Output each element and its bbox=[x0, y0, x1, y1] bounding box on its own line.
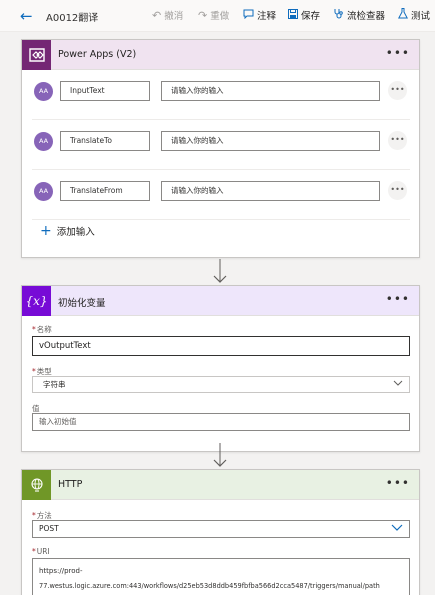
text-type-icon: AA bbox=[34, 182, 53, 201]
value-field-label: 值 bbox=[32, 404, 40, 413]
variable-name-input[interactable]: vOutputText bbox=[32, 336, 410, 356]
text-type-icon: AA bbox=[34, 82, 53, 101]
variable-value-input[interactable]: 输入初始值 bbox=[32, 413, 410, 431]
flow-checker-label: 流检查器 bbox=[347, 11, 386, 22]
save-label: 保存 bbox=[301, 11, 321, 22]
powerapps-card-more-icon[interactable]: ••• bbox=[385, 46, 410, 60]
uri-text-line: https://prod- bbox=[39, 567, 83, 575]
comment-button[interactable]: 注释 bbox=[243, 8, 276, 22]
undo-label: 撤消 bbox=[164, 11, 184, 22]
uri-label-text: URI bbox=[36, 547, 50, 556]
add-input-label: 添加输入 bbox=[56, 227, 95, 238]
uri-input[interactable]: https://prod- 77.westus.logic.azure.com:… bbox=[32, 558, 410, 595]
name-label-text: 名称 bbox=[36, 325, 52, 334]
input-prompt-field[interactable]: 请输入你的输入 bbox=[161, 81, 380, 101]
required-marker: * bbox=[32, 511, 36, 520]
flow-title: A0012翻译 bbox=[46, 13, 99, 24]
type-field-label: *类型 bbox=[32, 366, 52, 377]
method-label-text: 方法 bbox=[36, 511, 52, 520]
initialize-variable-card: {x} 初始化变量 ••• *名称 vOutputText *类型 字符串 值 … bbox=[21, 285, 420, 452]
chevron-down-icon bbox=[391, 523, 403, 539]
add-input-button[interactable]: + 添加输入 bbox=[40, 224, 95, 238]
test-label: 测试 bbox=[411, 11, 431, 22]
uri-text-line: 77.westus.logic.azure.com:443/workflows/… bbox=[39, 582, 380, 590]
redo-button[interactable]: ↷ 重做 bbox=[198, 8, 230, 23]
flow-checker-button[interactable]: 流检查器 bbox=[333, 8, 385, 22]
powerapps-icon bbox=[22, 40, 51, 70]
initialize-variable-more-icon[interactable]: ••• bbox=[385, 292, 410, 306]
redo-label: 重做 bbox=[210, 11, 230, 22]
save-button[interactable]: 保存 bbox=[288, 8, 320, 22]
type-label-text: 类型 bbox=[36, 367, 52, 376]
input-name-field[interactable]: TranslateFrom bbox=[60, 181, 150, 201]
http-method-select[interactable]: POST bbox=[32, 520, 410, 538]
variable-type-select[interactable]: 字符串 bbox=[32, 376, 410, 393]
redo-icon: ↷ bbox=[198, 8, 208, 22]
required-marker: * bbox=[32, 547, 36, 556]
save-icon bbox=[288, 8, 298, 22]
arrow-down-icon bbox=[213, 443, 227, 467]
connector-arrow bbox=[213, 443, 227, 469]
input-prompt-field[interactable]: 请输入你的输入 bbox=[161, 181, 380, 201]
globe-icon bbox=[22, 470, 51, 500]
powerapps-trigger-card: Power Apps (V2) ••• AA InputText 请输入你的输入… bbox=[21, 39, 420, 258]
required-marker: * bbox=[32, 325, 36, 334]
input-row-more-icon[interactable]: ••• bbox=[388, 81, 407, 100]
method-selected-value: POST bbox=[39, 524, 59, 533]
variable-icon: {x} bbox=[22, 286, 51, 316]
method-field-label: *方法 bbox=[32, 510, 52, 521]
http-card-title: HTTP bbox=[58, 479, 83, 490]
initialize-variable-title: 初始化变量 bbox=[58, 298, 106, 309]
undo-icon: ↶ bbox=[152, 8, 162, 22]
input-row: AA TranslateFrom 请输入你的输入 ••• bbox=[32, 170, 410, 220]
http-card-header[interactable]: HTTP ••• bbox=[22, 470, 419, 500]
test-button[interactable]: 测试 bbox=[397, 8, 431, 22]
input-name-field[interactable]: InputText bbox=[60, 81, 150, 101]
flask-icon bbox=[397, 8, 409, 22]
input-row-more-icon[interactable]: ••• bbox=[388, 181, 407, 200]
undo-button[interactable]: ↶ 撤消 bbox=[152, 8, 184, 23]
powerapps-card-title: Power Apps (V2) bbox=[58, 49, 137, 60]
back-arrow-icon[interactable]: ← bbox=[20, 7, 33, 25]
text-type-icon: AA bbox=[34, 132, 53, 151]
designer-toolbar: ← A0012翻译 ↶ 撤消 ↷ 重做 注释 保存 流检查器 测试 bbox=[0, 0, 435, 32]
comment-icon bbox=[243, 9, 254, 22]
http-card-more-icon[interactable]: ••• bbox=[385, 476, 410, 490]
powerapps-card-header[interactable]: Power Apps (V2) ••• bbox=[22, 40, 419, 70]
http-action-card: HTTP ••• *方法 POST *URI https://prod- 77.… bbox=[21, 469, 420, 595]
input-row: AA InputText 请输入你的输入 ••• bbox=[32, 70, 410, 120]
stethoscope-icon bbox=[333, 8, 344, 22]
row-divider bbox=[32, 119, 410, 120]
required-marker: * bbox=[32, 367, 36, 376]
row-divider bbox=[32, 169, 410, 170]
initialize-variable-header[interactable]: {x} 初始化变量 ••• bbox=[22, 286, 419, 316]
plus-icon: + bbox=[40, 223, 52, 239]
type-selected-value: 字符串 bbox=[43, 380, 66, 389]
input-name-field[interactable]: TranslateTo bbox=[60, 131, 150, 151]
connector-arrow bbox=[213, 259, 227, 285]
input-prompt-field[interactable]: 请输入你的输入 bbox=[161, 131, 380, 151]
input-row: AA TranslateTo 请输入你的输入 ••• bbox=[32, 120, 410, 170]
uri-field-label: *URI bbox=[32, 547, 50, 556]
input-row-more-icon[interactable]: ••• bbox=[388, 131, 407, 150]
chevron-down-icon bbox=[393, 378, 403, 394]
comment-label: 注释 bbox=[257, 11, 277, 22]
row-divider bbox=[32, 219, 410, 220]
name-field-label: *名称 bbox=[32, 324, 52, 335]
arrow-down-icon bbox=[213, 259, 227, 283]
